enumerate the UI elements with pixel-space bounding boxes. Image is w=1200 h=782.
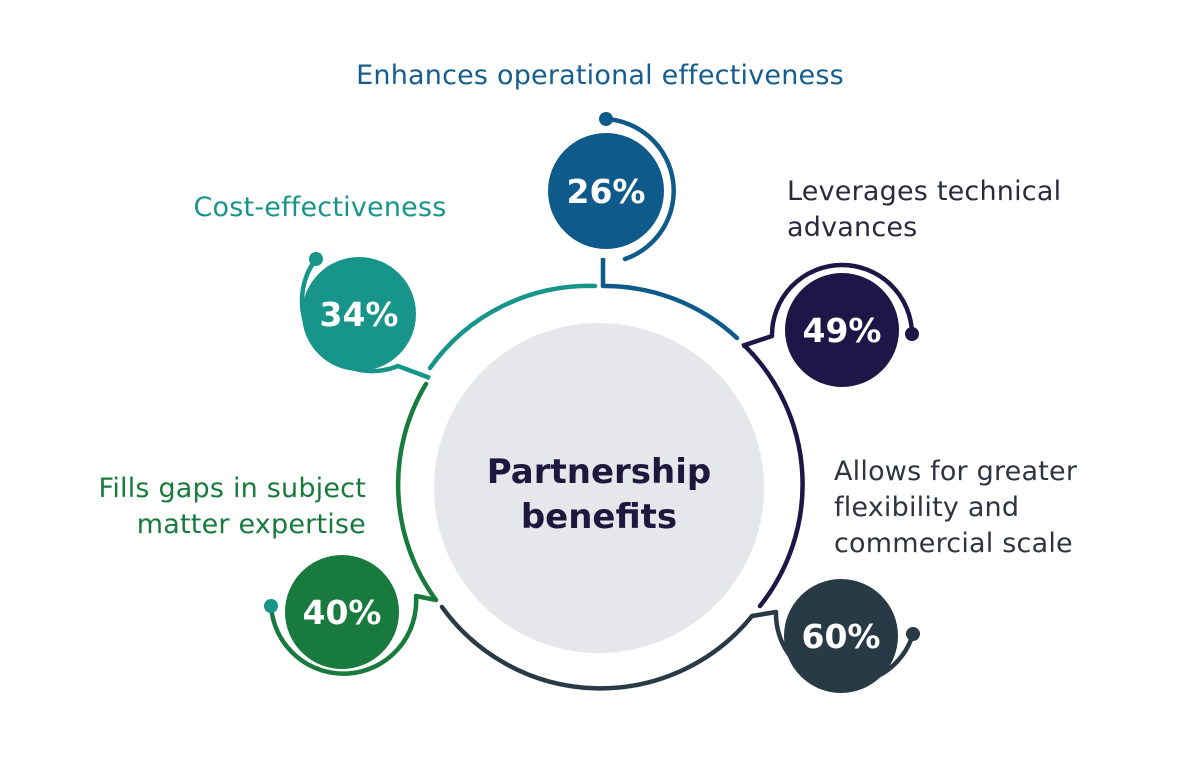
- center-title-line1: Partnership: [487, 452, 711, 492]
- node-circle-cost: [302, 257, 416, 371]
- node-arc-technical: [769, 262, 915, 339]
- node-circle-technical: [785, 273, 899, 387]
- label-cost-line1: Cost-effectiveness: [193, 192, 447, 223]
- node-connector-technical: [741, 333, 773, 349]
- center-title-line2: benefits: [521, 497, 677, 537]
- ring-arc-operational: [600, 283, 740, 341]
- node-connector-cost: [397, 363, 431, 381]
- node-dot-technical: [905, 327, 919, 341]
- node-dot-expertise: [264, 599, 278, 613]
- node-percent-technical: 49%: [803, 311, 882, 350]
- node-percent-expertise: 40%: [303, 593, 382, 632]
- label-flexibility: Allows for greater flexibility and comme…: [834, 454, 1174, 562]
- center-circle: [434, 323, 764, 653]
- node-dot-cost: [309, 252, 323, 266]
- ring-arc-flexibility: [439, 604, 755, 691]
- node-arc-operational: [603, 116, 676, 262]
- label-technical-line2: advances: [787, 212, 918, 243]
- label-flexibility-line2: flexibility and: [834, 492, 1020, 523]
- node-arc-expertise: [268, 593, 419, 676]
- label-expertise-line1: Fills gaps in subject: [98, 473, 366, 504]
- node-dot-operational: [599, 112, 613, 126]
- node-operational: 26%: [548, 112, 676, 286]
- node-expertise: 40%: [264, 555, 437, 676]
- label-operational-line1: Enhances operational effectiveness: [356, 60, 844, 91]
- node-cost: 34%: [299, 252, 431, 381]
- label-expertise: Fills gaps in subject matter expertise: [40, 471, 366, 543]
- node-percent-operational: 26%: [567, 172, 646, 211]
- node-dot-flexibility: [906, 627, 920, 641]
- node-connector-expertise: [415, 593, 437, 603]
- label-operational: Enhances operational effectiveness: [300, 58, 900, 94]
- label-flexibility-line3: commercial scale: [834, 528, 1073, 559]
- label-cost: Cost-effectiveness: [150, 190, 490, 226]
- ring-arc-technical: [742, 343, 805, 609]
- label-technical-line1: Leverages technical: [787, 176, 1062, 207]
- node-technical: 49%: [741, 262, 919, 387]
- ring-arc-cost: [427, 283, 598, 371]
- node-percent-flexibility: 60%: [802, 617, 881, 656]
- node-circle-flexibility: [784, 579, 898, 693]
- node-circle-expertise: [285, 555, 399, 669]
- node-flexibility: 60%: [751, 579, 920, 693]
- node-percent-cost: 34%: [320, 295, 399, 334]
- node-circle-operational: [548, 133, 664, 249]
- label-flexibility-line1: Allows for greater: [834, 456, 1078, 487]
- node-connector-flexibility: [751, 609, 777, 619]
- ring-arc-expertise: [395, 381, 439, 603]
- label-technical: Leverages technical advances: [787, 174, 1167, 246]
- label-expertise-line2: matter expertise: [136, 509, 366, 540]
